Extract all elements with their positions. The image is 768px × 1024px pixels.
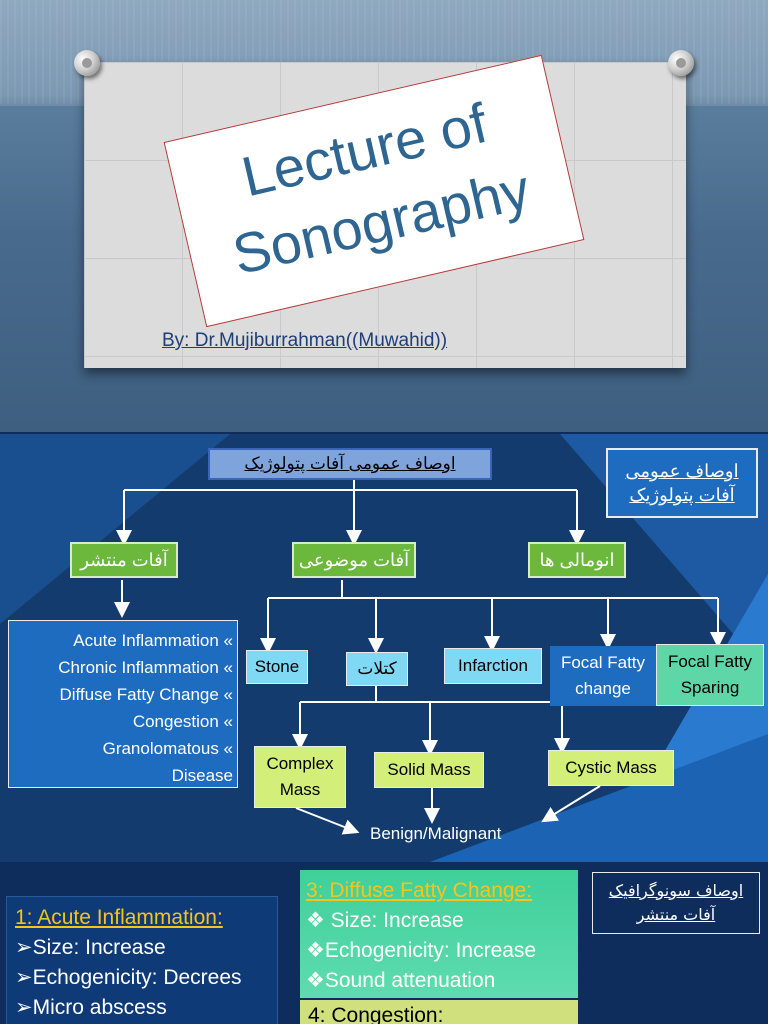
sonographic-features-slide: 1: Acute Inflammation: ➢Size: Increase ➢… [0, 866, 768, 1024]
node-masses: کتلات [346, 652, 408, 686]
list-item: ➢Micro abscess [15, 996, 167, 1019]
category-diffuse: آفات منتشر [70, 542, 178, 578]
diffuse-fatty-change-box: 3: Diffuse Fatty Change: ❖ Size: Increas… [300, 870, 578, 998]
list-item: Granolomatous « [102, 739, 233, 758]
pin-icon [668, 50, 694, 76]
pathology-diagram-slide: اوصاف عمومی آفات پتولوژیک اوصاف عمومی آف… [0, 434, 768, 862]
slide-heading: اوصاف سونوگرافیک آفات منتشر [592, 872, 760, 934]
node-infarction: Infarction [444, 648, 542, 684]
diffuse-list: Acute Inflammation « Chronic Inflammatio… [8, 620, 238, 788]
list-item: ➢Echogenicity: Decrees [15, 966, 242, 989]
benign-malignant-label: Benign/Malignant [370, 824, 502, 843]
list-item: Disease [171, 766, 233, 785]
list-item: Diffuse Fatty Change « [59, 685, 233, 704]
list-item: ➢Size: Increase [15, 936, 166, 959]
node-solid-mass: Solid Mass [374, 752, 484, 788]
section-heading: 3: Diffuse Fatty Change: [306, 879, 533, 902]
category-focal: آفات موضوعی [292, 542, 416, 578]
list-item: ❖Echogenicity: Increase [306, 939, 537, 962]
slide-heading: اوصاف عمومی آفات پتولوژیک [606, 448, 758, 518]
category-anomaly: انومالی ها [528, 542, 626, 578]
list-item: ❖Sound attenuation [306, 969, 496, 992]
list-item: Chronic Inflammation « [58, 658, 233, 677]
title-slide: Lecture of Sonography By: Dr.Mujiburrahm… [0, 0, 768, 432]
section-heading: 1: Acute Inflammation: [15, 906, 223, 929]
list-item: Congestion « [132, 712, 233, 731]
congestion-heading: 4: Congestion: [300, 1000, 578, 1024]
diagram-title: اوصاف عمومی آفات پتولوژیک [208, 448, 492, 480]
node-stone: Stone [246, 650, 308, 684]
byline: By: Dr.Mujiburrahman((Muwahid)) [162, 330, 448, 351]
node-cystic-mass: Cystic Mass [548, 750, 674, 786]
connector-lines [114, 480, 726, 835]
pin-icon [74, 50, 100, 76]
acute-inflammation-box: 1: Acute Inflammation: ➢Size: Increase ➢… [6, 896, 278, 1024]
list-item: Acute Inflammation « [73, 631, 233, 650]
list-item: ❖ Size: Increase [306, 909, 464, 932]
